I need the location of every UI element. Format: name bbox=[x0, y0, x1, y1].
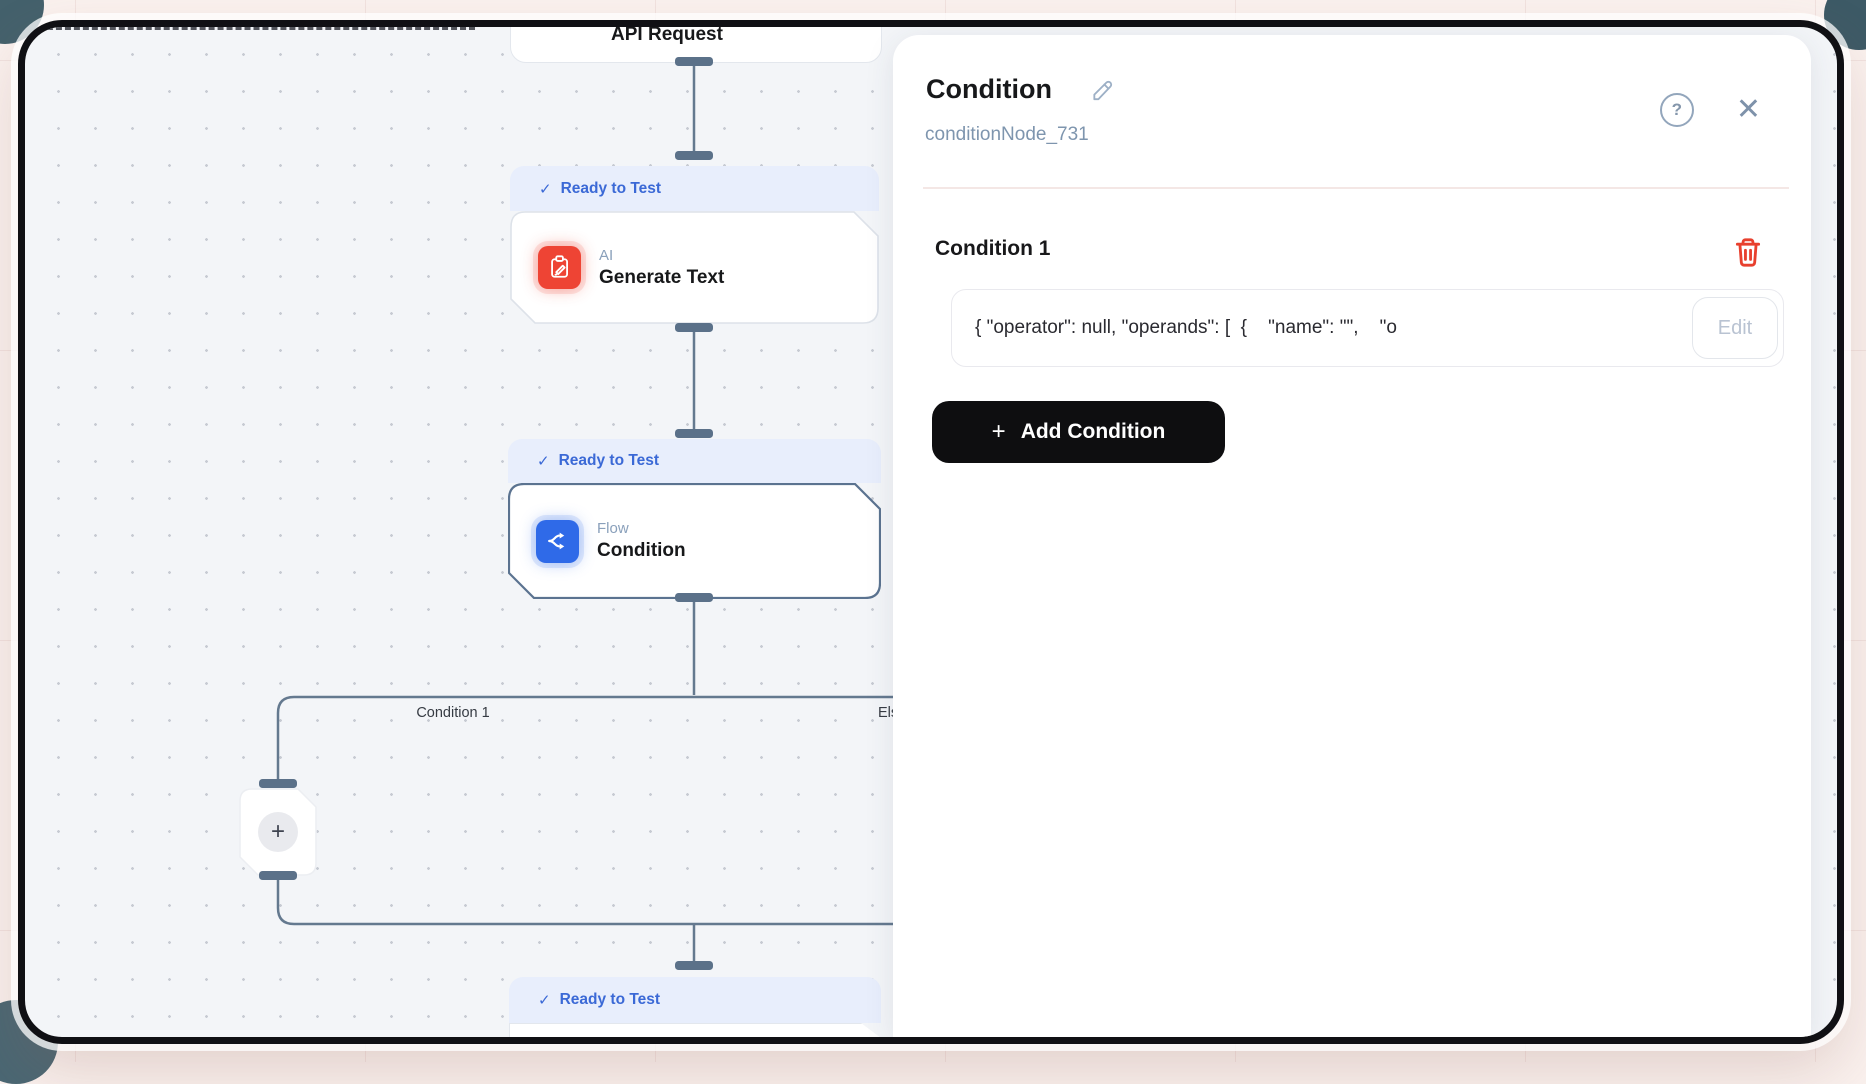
split-arrows-icon bbox=[536, 520, 579, 563]
plus-icon: + bbox=[992, 418, 1006, 446]
delete-condition-button[interactable] bbox=[1731, 235, 1765, 269]
connector-handle[interactable] bbox=[675, 57, 713, 66]
condition-expression-field[interactable]: { "operator": null, "operands": [ { "nam… bbox=[951, 289, 1784, 367]
flow-editor-window: API Request ✓ Ready to Test bbox=[18, 20, 1844, 1044]
node-next-step[interactable]: ✓ Ready to Test bbox=[509, 977, 881, 1038]
node-generate-text[interactable]: ✓ Ready to Test bbox=[510, 166, 879, 324]
status-badge-label: Ready to Test bbox=[559, 452, 660, 470]
branch-label-condition-1: Condition 1 bbox=[393, 705, 513, 721]
condition-expression-value: { "operator": null, "operands": [ { "nam… bbox=[975, 290, 1693, 366]
connector-handle[interactable] bbox=[675, 961, 713, 970]
node-category: Flow bbox=[597, 520, 686, 537]
connector-handle[interactable] bbox=[675, 151, 713, 160]
help-button[interactable]: ? bbox=[1660, 93, 1694, 127]
node-shape bbox=[509, 1023, 881, 1038]
add-step-node[interactable]: + bbox=[239, 788, 317, 876]
check-icon: ✓ bbox=[538, 991, 551, 1009]
close-panel-button[interactable]: ✕ bbox=[1736, 95, 1761, 125]
clipboard-edit-icon bbox=[538, 246, 581, 289]
panel-title: Condition bbox=[926, 74, 1052, 105]
node-id: conditionNode_731 bbox=[925, 124, 1089, 146]
node-title: API Request bbox=[511, 24, 823, 46]
add-condition-button[interactable]: + Add Condition bbox=[932, 401, 1225, 463]
node-category: AI bbox=[599, 247, 724, 264]
status-badge-label: Ready to Test bbox=[561, 180, 662, 198]
connector-handle[interactable] bbox=[259, 779, 297, 788]
edge-branch-condition-1 bbox=[278, 697, 966, 785]
status-badge: ✓ Ready to Test bbox=[508, 439, 881, 483]
edge-branch-merge bbox=[278, 875, 966, 924]
check-icon: ✓ bbox=[539, 180, 552, 198]
status-badge-label: Ready to Test bbox=[560, 991, 661, 1009]
node-title: Generate Text bbox=[599, 267, 724, 289]
connector-handle[interactable] bbox=[259, 871, 297, 880]
divider bbox=[923, 187, 1789, 189]
connector-handle[interactable] bbox=[675, 323, 713, 332]
check-icon: ✓ bbox=[537, 452, 550, 470]
status-badge: ✓ Ready to Test bbox=[510, 166, 879, 211]
config-panel: Condition ? ✕ conditionNode_731 Conditio… bbox=[893, 35, 1811, 1037]
node-title: Condition bbox=[597, 540, 686, 562]
plus-icon: + bbox=[271, 818, 285, 846]
connector-handle[interactable] bbox=[675, 593, 713, 602]
help-icon: ? bbox=[1672, 100, 1682, 120]
close-icon: ✕ bbox=[1736, 93, 1761, 126]
status-badge: ✓ Ready to Test bbox=[509, 977, 881, 1023]
add-step-button[interactable]: + bbox=[258, 812, 298, 852]
rename-node-button[interactable] bbox=[1090, 77, 1116, 103]
add-condition-label: Add Condition bbox=[1021, 420, 1166, 444]
node-condition[interactable]: ✓ Ready to Test bbox=[508, 439, 881, 599]
connector-handle[interactable] bbox=[675, 429, 713, 438]
edit-expression-button[interactable]: Edit bbox=[1692, 297, 1778, 359]
condition-heading: Condition 1 bbox=[935, 237, 1050, 261]
